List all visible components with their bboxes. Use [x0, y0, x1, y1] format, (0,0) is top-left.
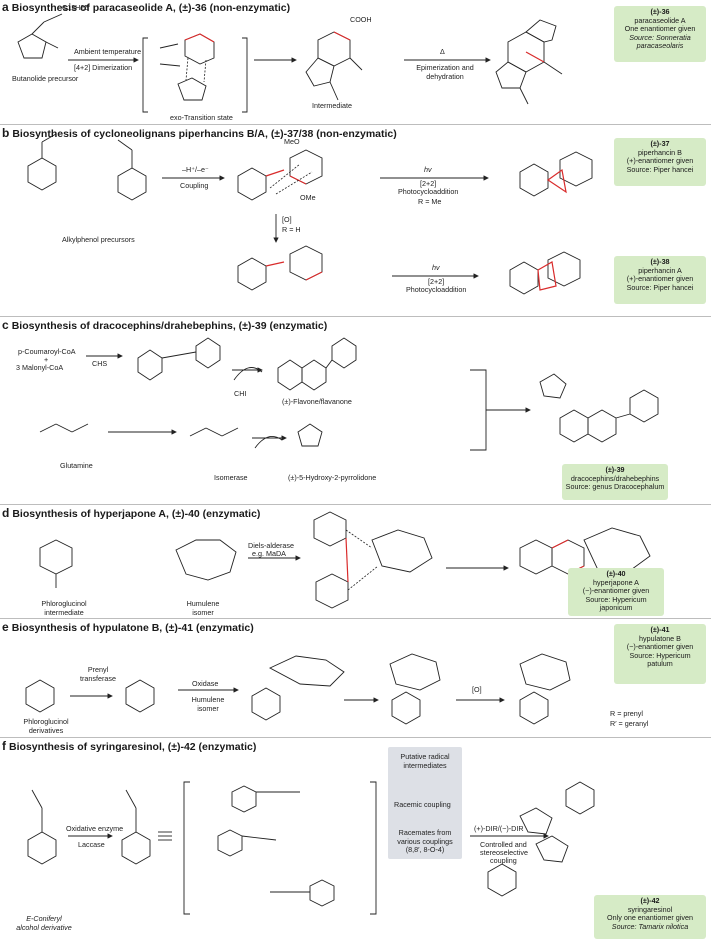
separator: [0, 618, 711, 619]
substrate-label: 3 Malonyl-CoA: [16, 363, 64, 372]
substrate-label: Glutamine: [60, 461, 93, 470]
panel-title-text: Biosynthesis of syringaresinol, (±)-42 (…: [9, 741, 257, 753]
condition-label: coupling: [490, 856, 517, 865]
precursor-label: Alkylphenol precursors: [62, 235, 135, 244]
condition-label: Photocycloaddition: [398, 187, 459, 196]
condition-label: R = H: [282, 225, 301, 234]
enzyme-label: (+)-DIR/(−)-DIR: [474, 824, 524, 833]
panel-letter: f: [2, 739, 6, 753]
enzyme-label: Diels-alderase: [248, 541, 294, 550]
intermediate-label: Intermediate: [312, 101, 352, 110]
panel-letter: e: [2, 620, 9, 634]
r-definition: R = prenyl: [610, 709, 643, 718]
substrate-label: p-Coumaroyl-CoA: [18, 347, 76, 356]
enzyme-label: Laccase: [78, 840, 105, 849]
condition-label: [2+2]: [420, 179, 437, 188]
enzyme-label: Isomerase: [214, 473, 248, 482]
separator: [0, 504, 711, 505]
condition-label: [4+2] Dimerization: [74, 63, 133, 72]
enzyme-label: Oxidase: [192, 679, 219, 688]
condition-label: R = Me: [418, 197, 442, 206]
condition-label: [O]: [472, 685, 482, 694]
compound-badge-39: (±)-39 dracocephins/drahebephins Source:…: [562, 464, 668, 500]
substrate-label: Phloroglucinol derivatives: [23, 717, 69, 735]
meo-label: MeO: [284, 137, 300, 146]
condition-label: [2+2]: [428, 277, 445, 286]
enzyme-label: CHI: [234, 389, 247, 398]
enzyme-label: Prenyl transferase: [80, 665, 116, 683]
panel-letter: a: [2, 0, 9, 14]
plus-sign: +: [44, 355, 49, 364]
condition-label: Coupling: [180, 181, 209, 190]
compound-badge-36: (±)-36 paracaseolide A One enantiomer gi…: [614, 6, 706, 62]
condition-label: stereoselective: [480, 848, 528, 857]
product-label: (±)-5-Hydroxy-2-pyrrolidone: [288, 473, 377, 482]
panel-title-text: Biosynthesis of paracaseolide A, (±)-36 …: [11, 2, 291, 14]
substrate-label: E-Coniferyl alcohol derivative: [16, 914, 72, 932]
transition-state-label: exo-Transition state: [170, 113, 233, 122]
substrate-label: Humulene isomer: [186, 599, 220, 617]
mechanism-box: [388, 747, 462, 859]
separator: [0, 124, 711, 125]
panel-b-structures: [27, 133, 593, 295]
separator: [0, 316, 711, 317]
condition-label: Photocycloaddition: [406, 285, 467, 294]
compound-badge-40: (±)-40 hyperjapone A (−)-enantiomer give…: [568, 568, 664, 616]
precursor-label: Butanolide precursor: [12, 74, 79, 83]
panel-title-text: Biosynthesis of dracocephins/drahebephin…: [11, 320, 328, 332]
separator: [0, 737, 711, 738]
panel-letter: d: [2, 506, 10, 520]
hv-label: hv: [432, 263, 440, 272]
ome-label: OMe: [300, 193, 316, 202]
r-definition: R′ = geranyl: [610, 719, 649, 728]
panel-title-text: Biosynthesis of hyperjapone A, (±)-40 (e…: [12, 508, 261, 520]
panel-title-text: Biosynthesis of cycloneolignans piperhan…: [12, 128, 397, 140]
compound-badge-42: (±)-42 syringaresinol Only one enantiome…: [594, 895, 706, 939]
enzyme-label: Humulene isomer: [191, 695, 225, 713]
panel-c-structures: [39, 337, 659, 451]
delta-label: Δ: [440, 47, 445, 56]
mechanism-step: Putative radical intermediates: [400, 752, 450, 770]
panel-d-structures: [39, 511, 651, 609]
panel-e-structures: [25, 653, 571, 725]
condition-label: [O]: [282, 215, 292, 224]
substrate-label: Phloroglucinol intermediate: [41, 599, 87, 617]
panel-letter: c: [2, 318, 9, 332]
chain-label: C12H25: [62, 3, 89, 12]
condition-label: Ambient temperature: [74, 47, 142, 56]
enzyme-label: CHS: [92, 359, 108, 368]
mechanism-step: Racemates from various couplings (8,8′, …: [397, 828, 453, 854]
panel-letter: b: [2, 126, 10, 140]
compound-badge-38: (±)-38 piperhancin A (+)-enantiomer give…: [614, 256, 706, 304]
panel-f-structures: [27, 781, 595, 915]
product-label: (±)-Flavone/flavanone: [282, 397, 352, 406]
panel-a-structures: [17, 13, 563, 113]
enzyme-label: e.g. MaDA: [252, 549, 286, 558]
cooh-label: COOH: [350, 15, 372, 24]
enzyme-label: Oxidative enzyme: [66, 824, 124, 833]
mechanism-step: Racemic coupling: [394, 800, 451, 809]
condition-label: Epimerization and dehydration: [416, 63, 474, 81]
condition-label: Controlled and: [480, 840, 527, 849]
compound-badge-37: (±)-37 piperhancin B (+)-enantiomer give…: [614, 138, 706, 186]
panel-title-text: Biosynthesis of hypulatone B, (±)-41 (en…: [11, 622, 254, 634]
hv-label: hv: [424, 165, 432, 174]
condition-label: –H⁺/–e⁻: [182, 165, 209, 174]
compound-badge-41: (±)-41 hypulatone B (−)-enantiomer given…: [614, 624, 706, 684]
